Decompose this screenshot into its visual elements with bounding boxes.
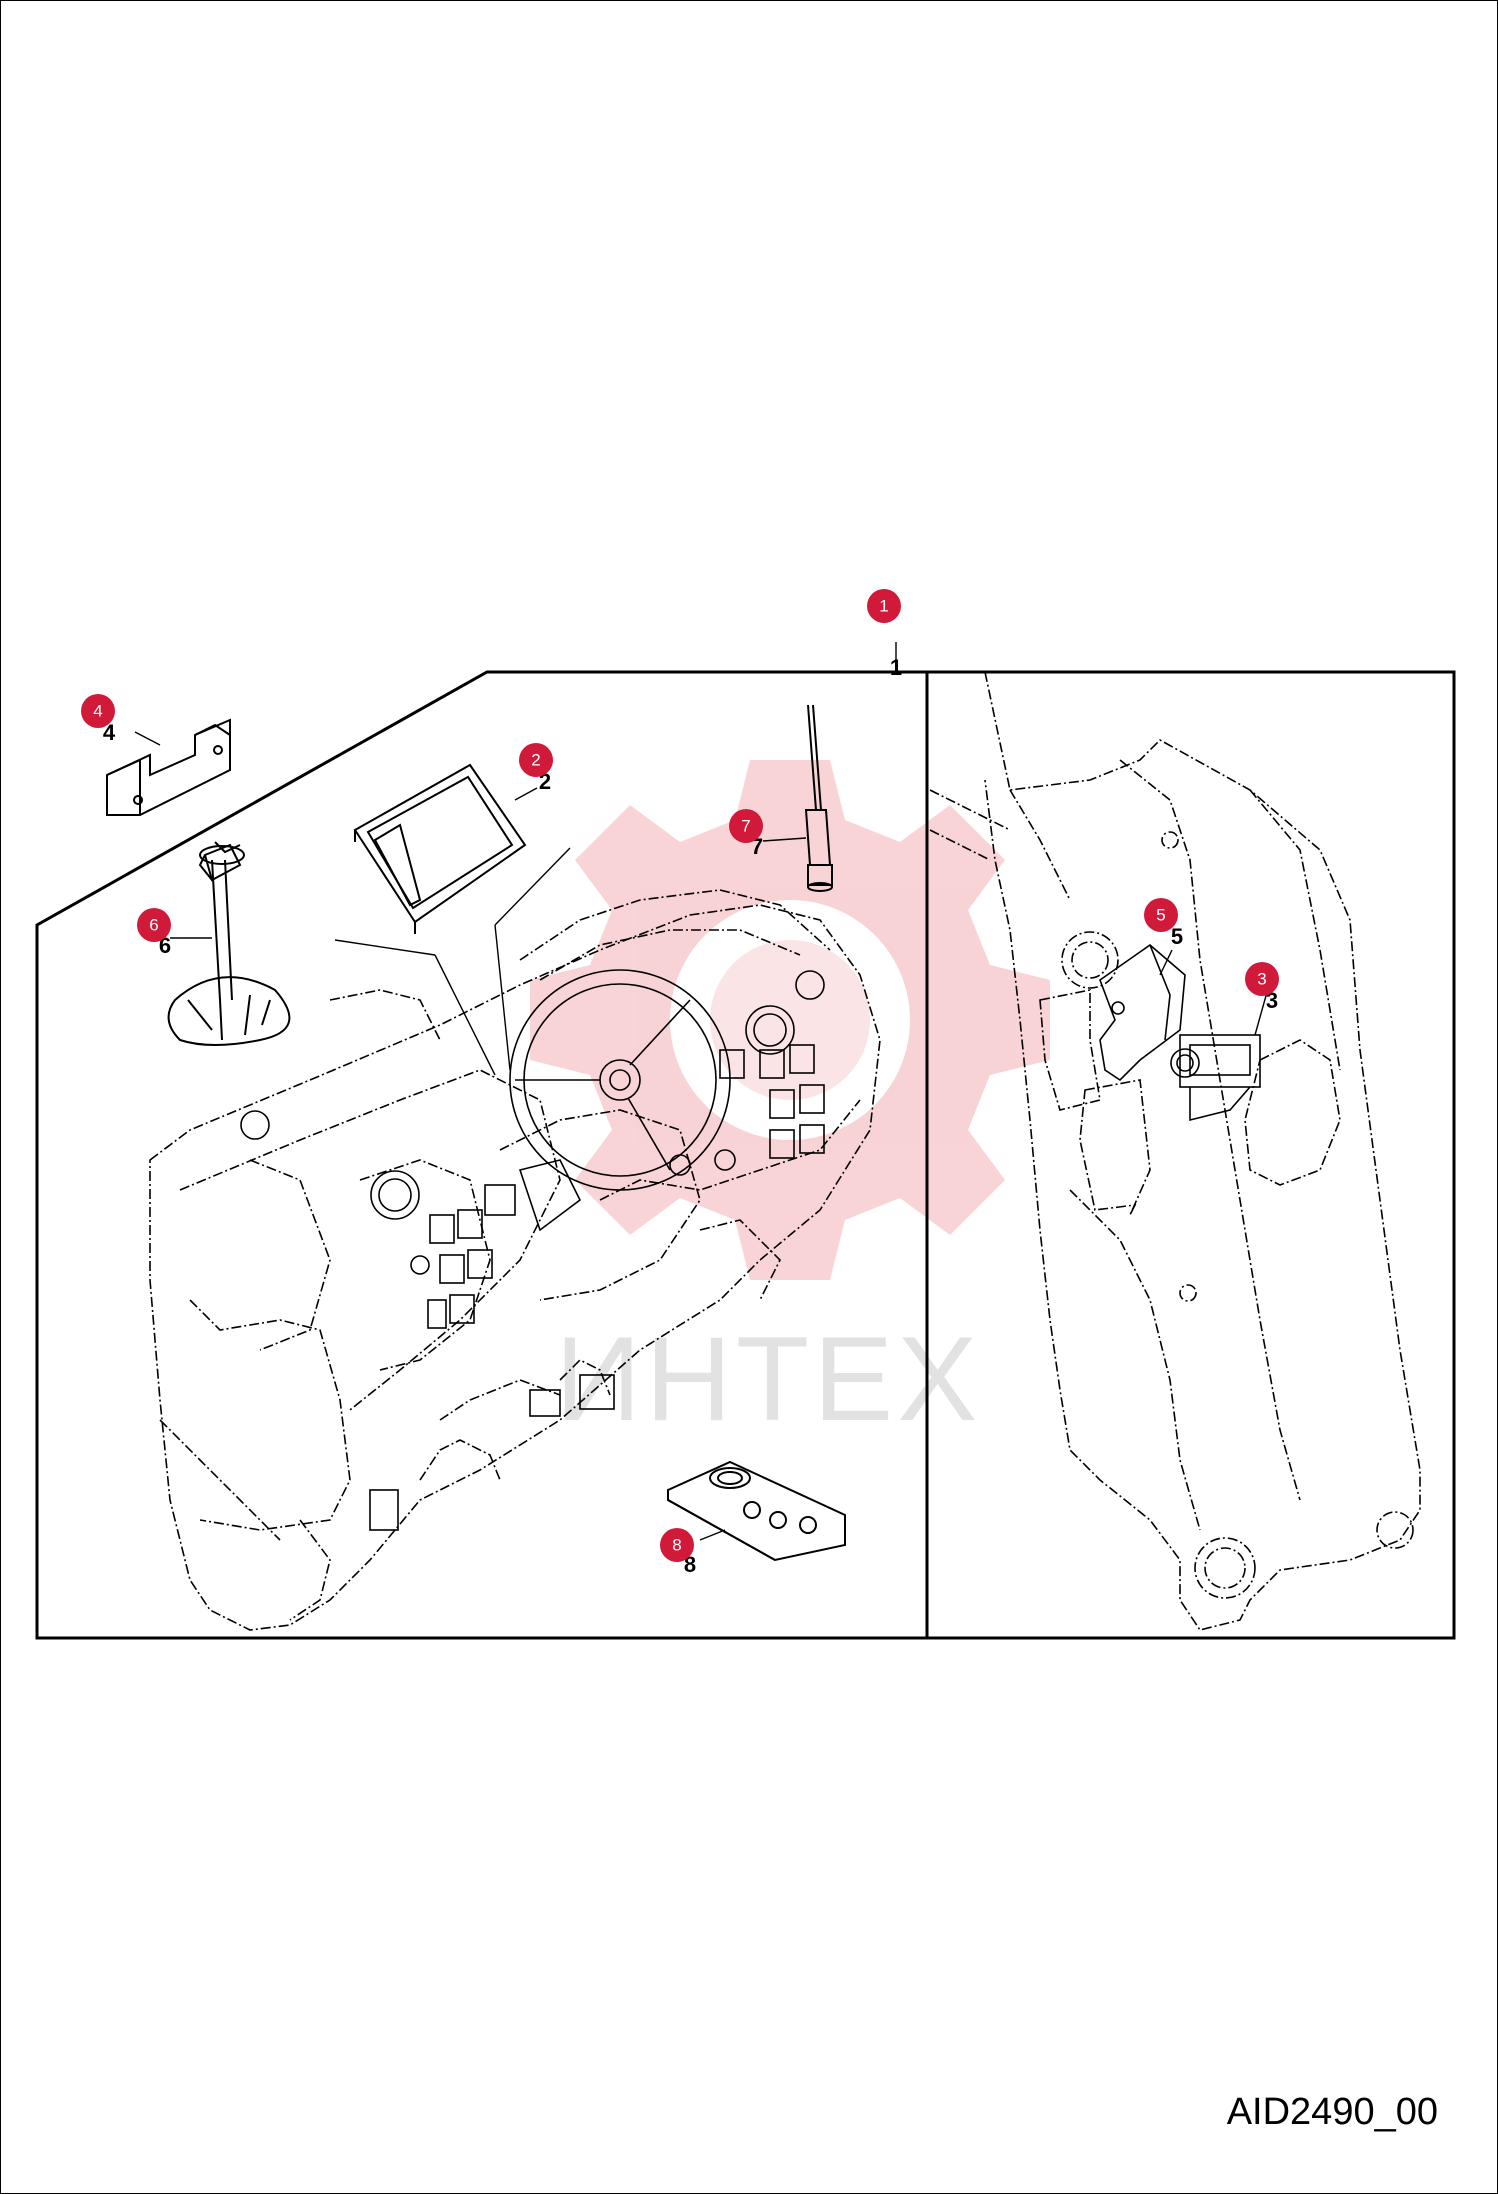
part-number-5: 5 (1171, 924, 1183, 949)
callout-2[interactable]: 2 (519, 743, 553, 777)
callout-label: 1 (879, 597, 888, 616)
callout-label: 3 (1257, 970, 1266, 989)
part-4-clip-drawing (106, 718, 231, 816)
callout-label: 8 (672, 1536, 681, 1555)
part-8-keypad-drawing (667, 1460, 846, 1562)
callout-label: 7 (741, 817, 750, 836)
dashboard-solid-details (240, 969, 825, 1531)
callout-1[interactable]: 1 (867, 589, 901, 623)
part-6-suction-mount-drawing (167, 841, 291, 1046)
assembly-outline (35, 670, 1456, 1640)
dashboard-console-drawing (149, 889, 881, 1631)
document-id: AID2490_00 (1226, 2091, 1438, 2133)
part-7-antenna-drawing (804, 704, 833, 892)
callout-7[interactable]: 7 (729, 809, 763, 843)
part-numbers: 1 2 3 4 5 6 7 8 (103, 655, 1278, 1577)
callout-5[interactable]: 5 (1144, 898, 1178, 932)
part-number-4: 4 (103, 720, 116, 745)
part-number-1: 1 (890, 655, 902, 680)
switch-bank-left (427, 1209, 493, 1329)
watermark: ИНТЕХ (530, 760, 1050, 1446)
boom-mount-details (1039, 943, 1261, 1216)
watermark-text: ИНТЕХ (555, 1312, 981, 1446)
callouts: 1 2 3 4 5 6 7 8 (81, 589, 1279, 1562)
callout-3[interactable]: 3 (1245, 962, 1279, 996)
part-2-display-drawing (353, 763, 527, 934)
boom-arm-drawing (929, 671, 1421, 1631)
switch-bank-right (719, 1044, 825, 1159)
callout-6[interactable]: 6 (137, 908, 171, 942)
callout-label: 2 (531, 751, 540, 770)
callout-label: 5 (1156, 906, 1165, 925)
gear-watermark-icon (530, 760, 1050, 1280)
callout-8[interactable]: 8 (660, 1528, 694, 1562)
callout-label: 6 (149, 916, 158, 935)
callout-4[interactable]: 4 (81, 694, 115, 728)
callout-label: 4 (93, 702, 102, 721)
